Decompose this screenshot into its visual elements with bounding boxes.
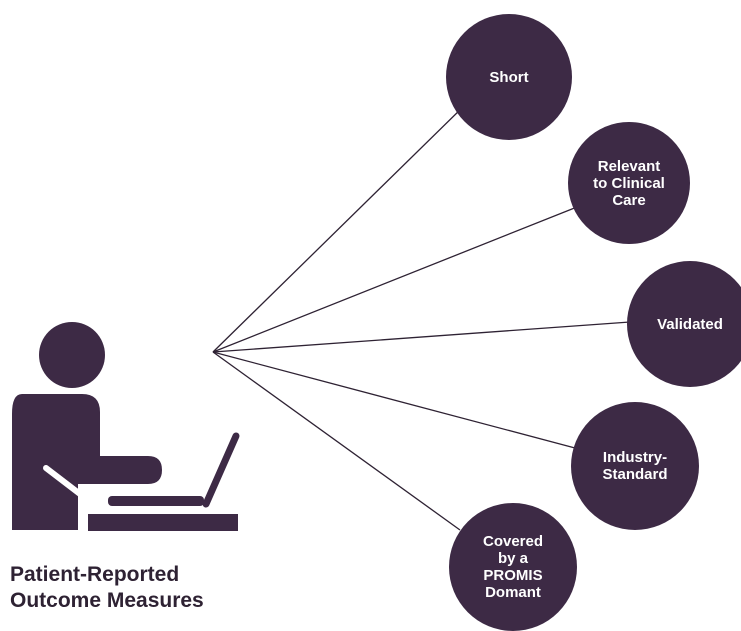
person-body	[12, 394, 162, 530]
node-relevant-to-clinical-care: Relevant to Clinical Care	[568, 122, 690, 244]
connector-line-relevant	[212, 206, 578, 353]
laptop-keyboard	[108, 496, 204, 506]
connector-line-promis	[212, 351, 461, 531]
connector-line-validated	[212, 321, 631, 353]
caption: Patient-Reported Outcome Measures	[10, 563, 204, 612]
laptop-screen	[202, 432, 240, 508]
person-at-laptop-icon	[12, 322, 240, 531]
person-forearm	[43, 465, 83, 497]
node-covered-by-promis-domant: Covered by a PROMIS Domant	[449, 503, 577, 631]
node-validated: Validated	[627, 261, 741, 387]
node-industry-standard: Industry- Standard	[571, 402, 699, 530]
connector-line-short	[212, 103, 467, 353]
person-head	[39, 322, 105, 388]
node-short: Short	[446, 14, 572, 140]
laptop-base	[88, 514, 238, 531]
connector-line-industry	[212, 351, 576, 449]
